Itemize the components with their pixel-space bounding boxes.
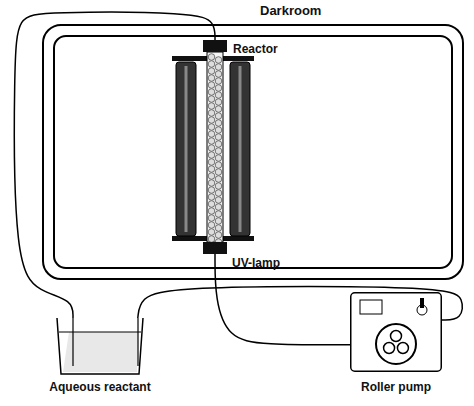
catalyst-bead (208, 75, 215, 82)
uv-lamp-tube (176, 62, 196, 236)
part-label: UV-lamp (232, 256, 280, 270)
catalyst-bead (208, 131, 215, 138)
catalyst-bead (215, 169, 222, 176)
catalyst-bead (215, 113, 222, 120)
catalyst-bead (208, 68, 215, 75)
catalyst-bead (208, 194, 215, 201)
catalyst-bead (215, 218, 222, 225)
pump-switch-lever (420, 298, 424, 308)
tube-end (137, 318, 138, 366)
node-label: Aqueous reactant (49, 380, 150, 394)
catalyst-bead (208, 152, 215, 159)
node-label: Roller pump (361, 380, 431, 394)
reactor-cap (203, 40, 227, 52)
catalyst-bead (208, 187, 215, 194)
catalyst-bead (208, 103, 215, 110)
pump-roller (384, 343, 395, 354)
darkroom-shape (42, 24, 464, 280)
catalyst-bead (208, 61, 215, 68)
catalyst-bead (215, 99, 222, 106)
catalyst-bead (208, 89, 215, 96)
catalyst-bead (215, 155, 222, 162)
reactor-tube (207, 52, 223, 242)
catalyst-bead (215, 92, 222, 99)
catalyst-bead (208, 215, 215, 222)
catalyst-bead (215, 71, 222, 78)
catalyst-bead (208, 208, 215, 215)
tube-end (72, 318, 73, 366)
node-label: Darkroom (260, 4, 321, 18)
catalyst-bead (208, 166, 215, 173)
catalyst-bead (215, 85, 222, 92)
reactor-shape (203, 40, 227, 254)
pump-roller (391, 331, 402, 342)
catalyst-bead (215, 197, 222, 204)
pump-shape (350, 292, 442, 372)
pump-housing (351, 293, 442, 372)
catalyst-bead (208, 138, 215, 145)
darkroom-node: DarkroomReactor (42, 24, 464, 280)
liquid-level (59, 332, 141, 333)
catalyst-bead (215, 134, 222, 141)
catalyst-bead (215, 225, 222, 232)
catalyst-bead (215, 232, 222, 239)
pump-display (360, 300, 382, 314)
catalyst-bead (215, 120, 222, 127)
catalyst-bead (208, 180, 215, 187)
catalyst-bead (208, 173, 215, 180)
darkroom-wall (43, 25, 463, 279)
catalyst-bead (208, 229, 215, 236)
catalyst-bead (215, 141, 222, 148)
catalyst-bead (215, 211, 222, 218)
liquid (63, 332, 138, 372)
lamp-highlight (185, 66, 188, 232)
beaker-outline (57, 318, 143, 374)
pump-wheel (376, 324, 416, 364)
catalyst-bead (215, 148, 222, 155)
uv-lamp-tube (230, 62, 250, 236)
catalyst-bead (215, 64, 222, 71)
catalyst-bead (208, 159, 215, 166)
catalyst-bead (208, 201, 215, 208)
catalyst-bead (215, 176, 222, 183)
node-label: Reactor (233, 42, 278, 56)
catalyst-bead (215, 183, 222, 190)
beaker-node: Aqueous reactant (55, 318, 145, 376)
catalyst-bead (208, 222, 215, 229)
catalyst-bead (208, 54, 215, 61)
catalyst-bead (215, 190, 222, 197)
beaker-shape (55, 318, 145, 376)
catalyst-bead (215, 106, 222, 113)
catalyst-bead (208, 236, 215, 243)
darkroom-wall (54, 36, 452, 268)
catalyst-bead (208, 124, 215, 131)
catalyst-bead (208, 145, 215, 152)
catalyst-bead (208, 96, 215, 103)
catalyst-bead (215, 127, 222, 134)
catalyst-bead (208, 82, 215, 89)
catalyst-bead (215, 204, 222, 211)
catalyst-bead (215, 162, 222, 169)
catalyst-bead (215, 57, 222, 64)
catalyst-bead (208, 110, 215, 117)
lamp-highlight (239, 66, 242, 232)
catalyst-bead (215, 78, 222, 85)
tubing (14, 12, 215, 318)
reactor-node: Reactor (203, 40, 227, 254)
catalyst-bead (208, 117, 215, 124)
reactor-cap (203, 242, 227, 254)
pump-node: Roller pump (350, 292, 442, 372)
pump-roller (397, 343, 408, 354)
